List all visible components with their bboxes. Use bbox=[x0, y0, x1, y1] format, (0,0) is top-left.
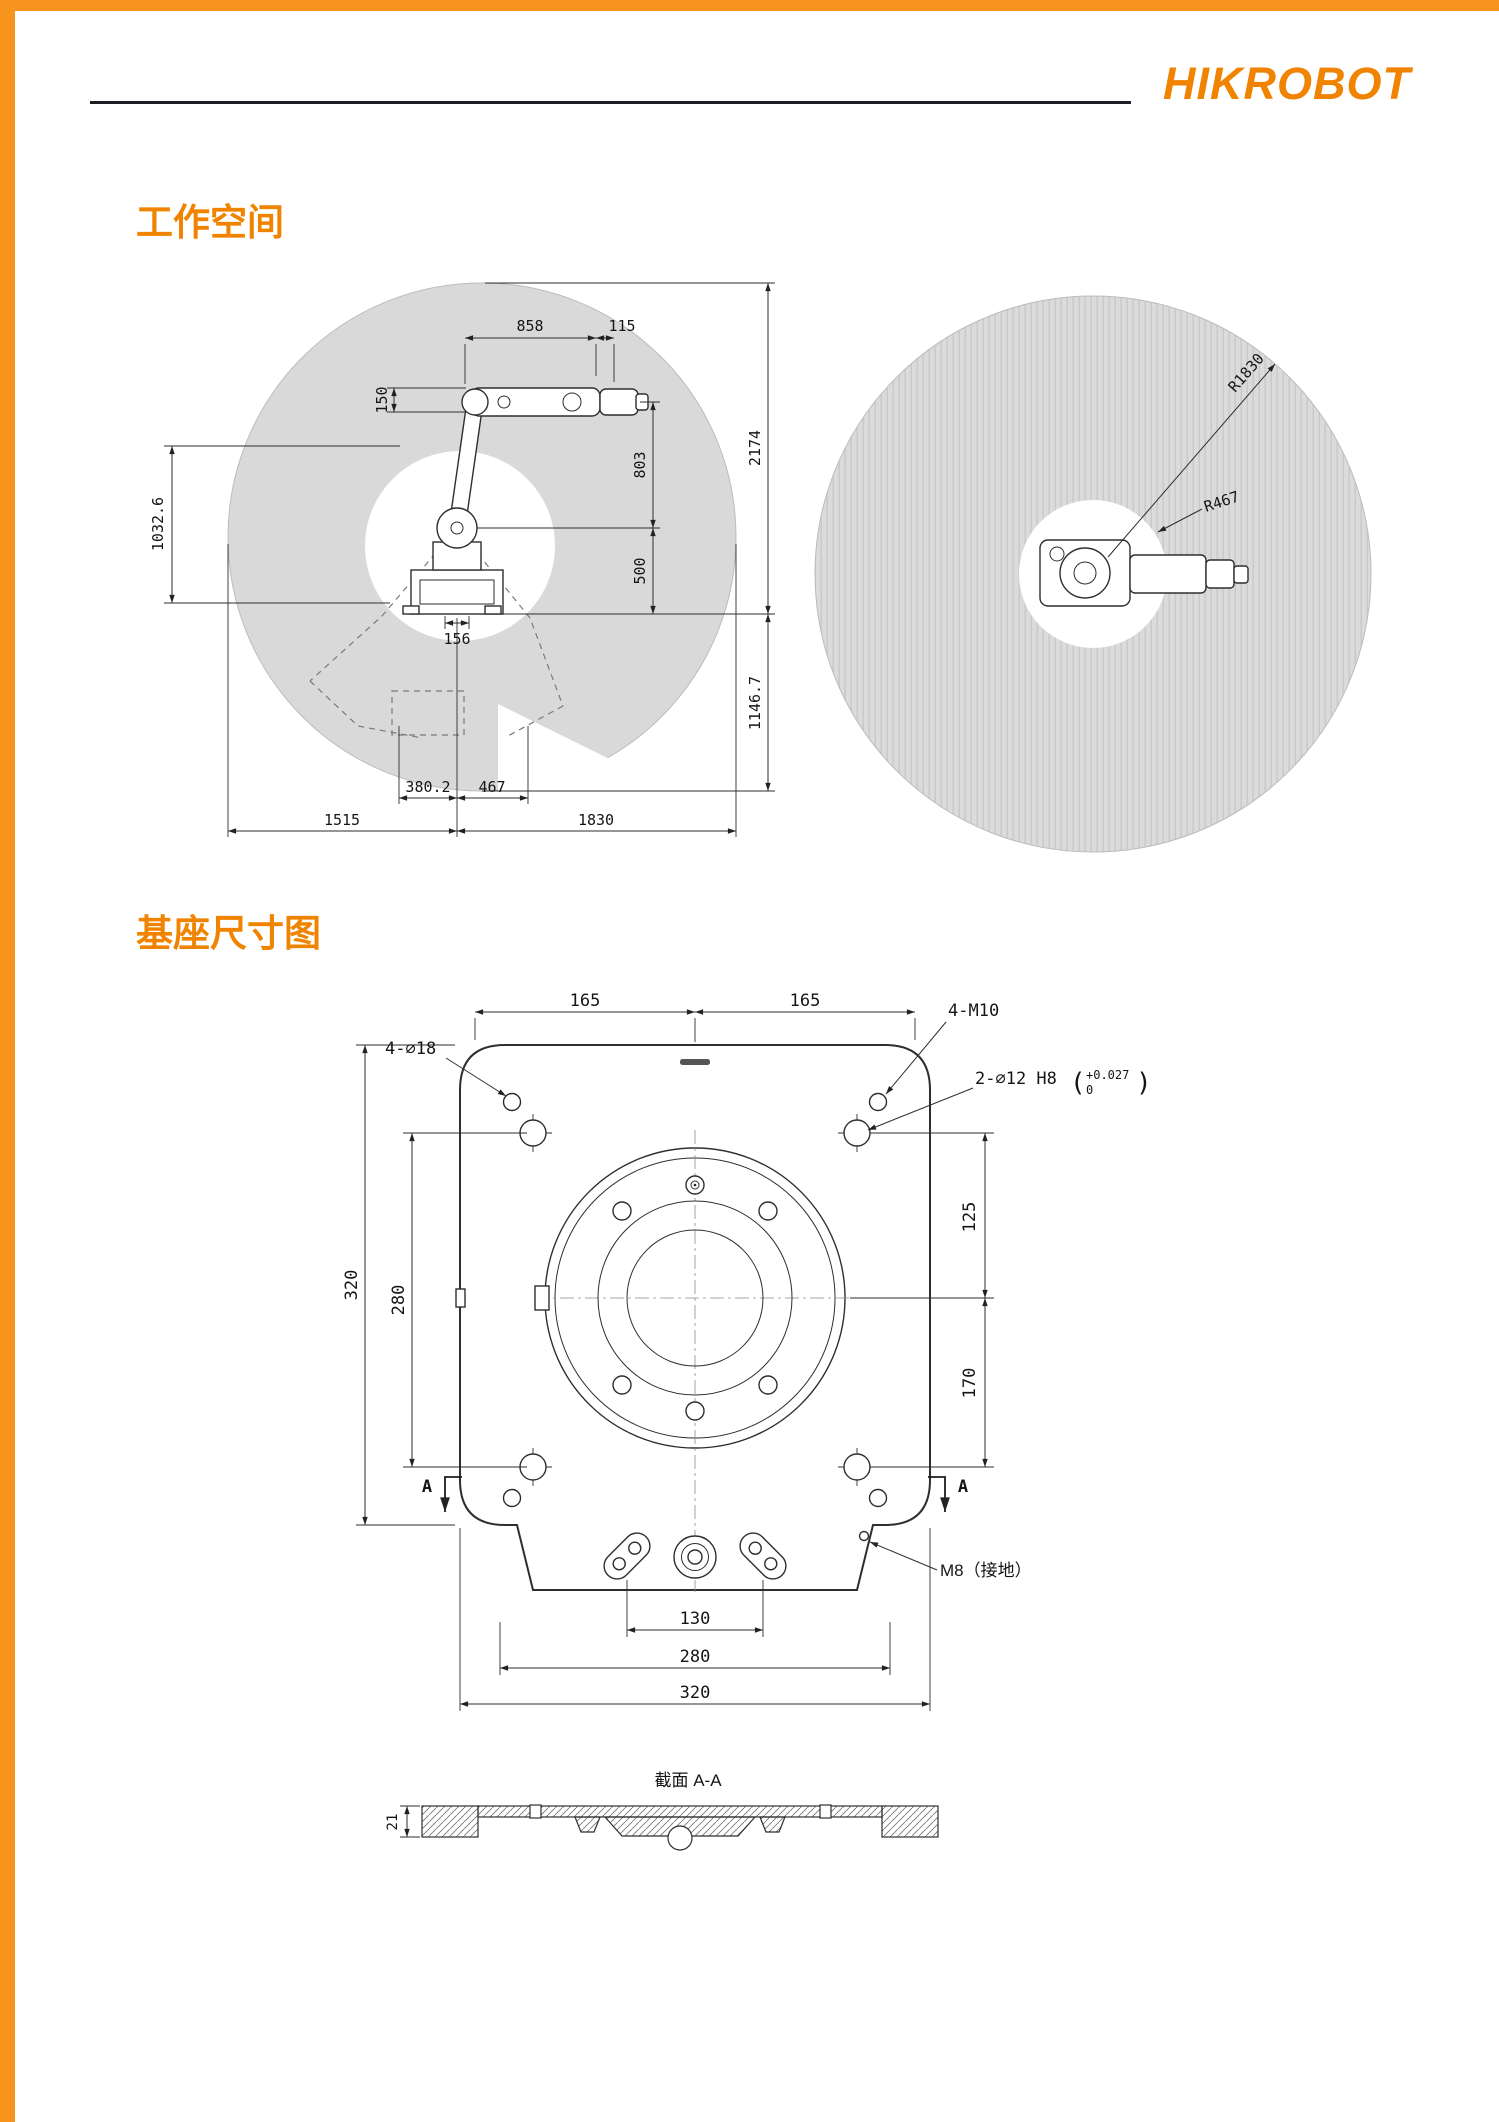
boss-key-notch bbox=[534, 1285, 550, 1311]
tolerance-lower: 0 bbox=[1086, 1083, 1093, 1097]
page-edge-left bbox=[0, 0, 15, 2122]
section-title-base: 基座尺寸图 bbox=[136, 913, 321, 954]
bolt-circle-holes bbox=[612, 1175, 778, 1421]
ground-lug bbox=[673, 1535, 717, 1579]
section-extension-lines bbox=[400, 1805, 420, 1838]
header-rule bbox=[90, 101, 1131, 104]
page-edge-top bbox=[0, 0, 1499, 11]
dim-115-label: 115 bbox=[608, 317, 635, 335]
dim-803-label: 803 bbox=[631, 451, 649, 478]
base-plate-view bbox=[455, 1044, 931, 1592]
label-m8-ground: M8（接地） bbox=[940, 1561, 1032, 1580]
dim-320-left-label: 320 bbox=[342, 1270, 362, 1301]
dim-165-left-label: 165 bbox=[570, 991, 601, 1011]
skirt-slot-left bbox=[603, 1532, 651, 1580]
tolerance-paren-close: ) bbox=[1136, 1068, 1152, 1098]
section-cut-arrow-left bbox=[440, 1476, 462, 1512]
center-bore-inner bbox=[626, 1229, 764, 1367]
brand-logo: HIKROBOT bbox=[1163, 58, 1411, 109]
corner-mount-holes bbox=[502, 1092, 888, 1508]
section-marker-a-right: A bbox=[958, 1477, 968, 1497]
section-cut-arrow-right bbox=[928, 1476, 950, 1512]
robot-side-silhouette bbox=[402, 387, 649, 615]
edge-notch bbox=[455, 1288, 466, 1308]
label-4-m10: 4-M10 bbox=[948, 1001, 999, 1021]
section-profile bbox=[421, 1804, 939, 1851]
dim-21-label: 21 bbox=[385, 1814, 401, 1831]
dim-150-label: 150 bbox=[373, 386, 391, 413]
section-title-workspace: 工作空间 bbox=[136, 202, 284, 243]
dim-2174-label: 2174 bbox=[746, 430, 764, 466]
dim-320-bottom-label: 320 bbox=[680, 1683, 711, 1703]
robot-top-silhouette bbox=[1039, 539, 1249, 607]
section-view-title: 截面 A-A bbox=[654, 1771, 722, 1790]
m8-ground-hole bbox=[858, 1530, 870, 1542]
dim-1515-label: 1515 bbox=[324, 811, 360, 829]
section-marker-a-left: A bbox=[422, 1477, 432, 1497]
dim-125-label: 125 bbox=[960, 1202, 980, 1233]
dim-280-left-label: 280 bbox=[389, 1285, 409, 1316]
workspace-figure: 858 115 150 803 500 2174 1146.7 1032.6 1… bbox=[149, 282, 1372, 853]
dim-280-bottom-label: 280 bbox=[680, 1647, 711, 1667]
base-dimension-lines: 165 165 4-M10 4-∅18 2-∅12 H8 ( +0.027 0 … bbox=[342, 991, 1152, 1711]
skirt-slot-right bbox=[739, 1532, 787, 1580]
dim-858-label: 858 bbox=[516, 317, 543, 335]
dim-380-2-label: 380.2 bbox=[405, 778, 450, 796]
dim-1830-label: 1830 bbox=[578, 811, 614, 829]
dim-467-label: 467 bbox=[478, 778, 505, 796]
workspace-side-view: 858 115 150 803 500 2174 1146.7 1032.6 1… bbox=[149, 282, 775, 837]
center-bore-outer bbox=[597, 1200, 793, 1396]
dim-170-label: 170 bbox=[960, 1368, 980, 1399]
dim-1032-6-label: 1032.6 bbox=[149, 497, 167, 551]
workspace-top-view: R1830 R467 bbox=[814, 295, 1372, 853]
tolerance-paren-open: ( bbox=[1070, 1068, 1086, 1098]
top-center-notch bbox=[680, 1059, 710, 1065]
dim-165-right-label: 165 bbox=[790, 991, 821, 1011]
label-4-d18: 4-∅18 bbox=[385, 1039, 436, 1059]
section-figure: 截面 A-A 21 bbox=[385, 1771, 939, 1851]
dim-130-label: 130 bbox=[680, 1609, 711, 1629]
side-dimension-lines: 858 115 150 803 500 2174 1146.7 1032.6 1… bbox=[149, 282, 775, 837]
label-2-d12-h8: 2-∅12 H8 bbox=[975, 1069, 1057, 1089]
dim-1146-7-label: 1146.7 bbox=[746, 676, 764, 730]
tolerance-upper: +0.027 bbox=[1086, 1068, 1129, 1082]
base-figure: 165 165 4-M10 4-∅18 2-∅12 H8 ( +0.027 0 … bbox=[342, 991, 1152, 1711]
dim-500-label: 500 bbox=[631, 557, 649, 584]
dim-156-label: 156 bbox=[443, 630, 470, 648]
side-envelope-notch bbox=[498, 704, 656, 822]
